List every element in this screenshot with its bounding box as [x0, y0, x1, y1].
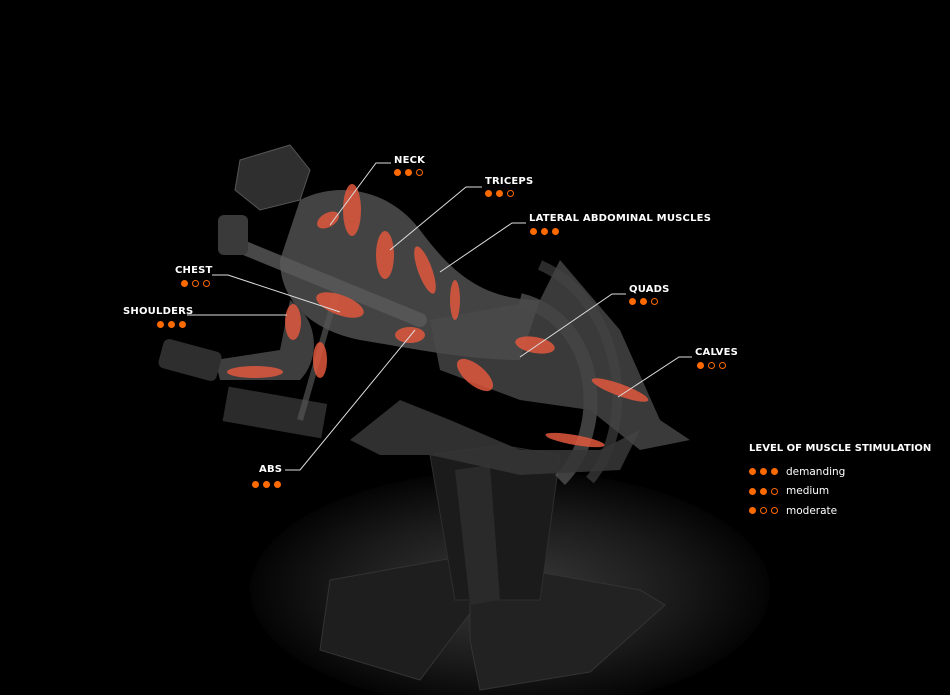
muscle-shoulders-2: [313, 342, 327, 378]
torso: [280, 190, 540, 360]
label-chest: CHEST: [175, 265, 213, 276]
filled-dot-icon: [274, 481, 281, 488]
legend-dots: [749, 507, 778, 515]
filled-dot-icon: [263, 481, 270, 488]
rating-shoulders: [157, 321, 186, 328]
label-calves: CALVES: [695, 347, 739, 358]
empty-dot-icon: [760, 507, 767, 515]
filled-dot-icon: [760, 487, 767, 495]
legend-title: LEVEL OF MUSCLE STIMULATION: [749, 443, 932, 454]
empty-dot-icon: [192, 280, 199, 287]
rating-triceps: [485, 190, 514, 197]
muscle-highlights: [227, 184, 649, 448]
filled-dot-icon: [179, 321, 186, 328]
muscle-quads-2: [515, 336, 555, 354]
muscle-biceps: [227, 366, 283, 378]
muscle-shoulders: [285, 304, 301, 340]
leader-triceps: [389, 186, 482, 251]
rating-chest: [181, 280, 210, 287]
empty-dot-icon: [416, 169, 423, 176]
filled-dot-icon: [771, 468, 778, 476]
legend-item-medium: medium: [749, 482, 931, 502]
muscle-neck: [317, 211, 339, 229]
empty-dot-icon: [507, 190, 514, 197]
filled-dot-icon: [760, 468, 767, 476]
empty-dot-icon: [771, 487, 778, 495]
filled-dot-icon: [485, 190, 492, 197]
vr-headset: [234, 144, 311, 211]
filled-dot-icon: [252, 481, 259, 488]
rating-quads: [629, 298, 658, 305]
muscle-abs: [395, 327, 425, 343]
leader-neck: [329, 162, 391, 226]
label-neck: NECK: [394, 155, 426, 166]
leader-lateral: [439, 222, 526, 273]
hand-grip: [158, 339, 222, 381]
rating-calves: [697, 362, 726, 369]
leader-abs: [285, 329, 416, 471]
legend-item-demanding: demanding: [749, 462, 931, 482]
empty-dot-icon: [708, 362, 715, 369]
legend: LEVEL OF MUSCLE STIMULATION demanding me…: [749, 443, 931, 521]
rating-lateral-abdominal: [530, 228, 559, 235]
leg-upper: [430, 260, 690, 450]
filled-dot-icon: [749, 487, 756, 495]
rating-abs: [252, 481, 281, 488]
muscle-calves: [591, 378, 649, 402]
legend-item-moderate: moderate: [749, 501, 931, 521]
legend-dots: [749, 468, 778, 476]
filled-dot-icon: [552, 228, 559, 235]
label-quads: QUADS: [629, 284, 670, 295]
filled-dot-icon: [749, 468, 756, 476]
muscle-lateral-2: [450, 280, 460, 320]
muscle-triceps-upper: [343, 184, 361, 236]
stand-front: [455, 465, 500, 605]
leader-quads: [519, 293, 626, 358]
filled-dot-icon: [168, 321, 175, 328]
filled-dot-icon: [697, 362, 704, 369]
filled-dot-icon: [749, 507, 756, 515]
filled-dot-icon: [181, 280, 188, 287]
filled-dot-icon: [530, 228, 537, 235]
label-lateral-abdominal: LATERAL ABDOMINAL MUSCLES: [529, 213, 712, 224]
label-abs: ABS: [259, 464, 283, 475]
base-plate-left: [319, 554, 481, 681]
muscle-quads: [456, 358, 494, 392]
legend-label: demanding: [786, 465, 846, 478]
empty-dot-icon: [203, 280, 210, 287]
filled-dot-icon: [629, 298, 636, 305]
leader-chest: [212, 274, 341, 313]
empty-dot-icon: [651, 298, 658, 305]
filled-dot-icon: [394, 169, 401, 176]
filled-dot-icon: [405, 169, 412, 176]
label-triceps: TRICEPS: [485, 176, 534, 187]
muscle-lateral: [414, 246, 436, 294]
label-shoulders: SHOULDERS: [123, 306, 194, 317]
muscle-chest: [316, 292, 364, 318]
legend-label: medium: [786, 485, 830, 498]
filled-dot-icon: [496, 190, 503, 197]
muscle-triceps: [376, 231, 394, 279]
leader-calves: [617, 356, 692, 398]
legend-dots: [749, 487, 778, 495]
handlebar: [218, 233, 427, 327]
filled-dot-icon: [157, 321, 164, 328]
empty-dot-icon: [771, 507, 778, 515]
filled-dot-icon: [541, 228, 548, 235]
leg-lower: [350, 400, 640, 475]
rating-neck: [394, 169, 423, 176]
empty-dot-icon: [719, 362, 726, 369]
filled-dot-icon: [640, 298, 647, 305]
muscle-calves-2: [545, 432, 605, 448]
legend-label: moderate: [786, 504, 838, 517]
